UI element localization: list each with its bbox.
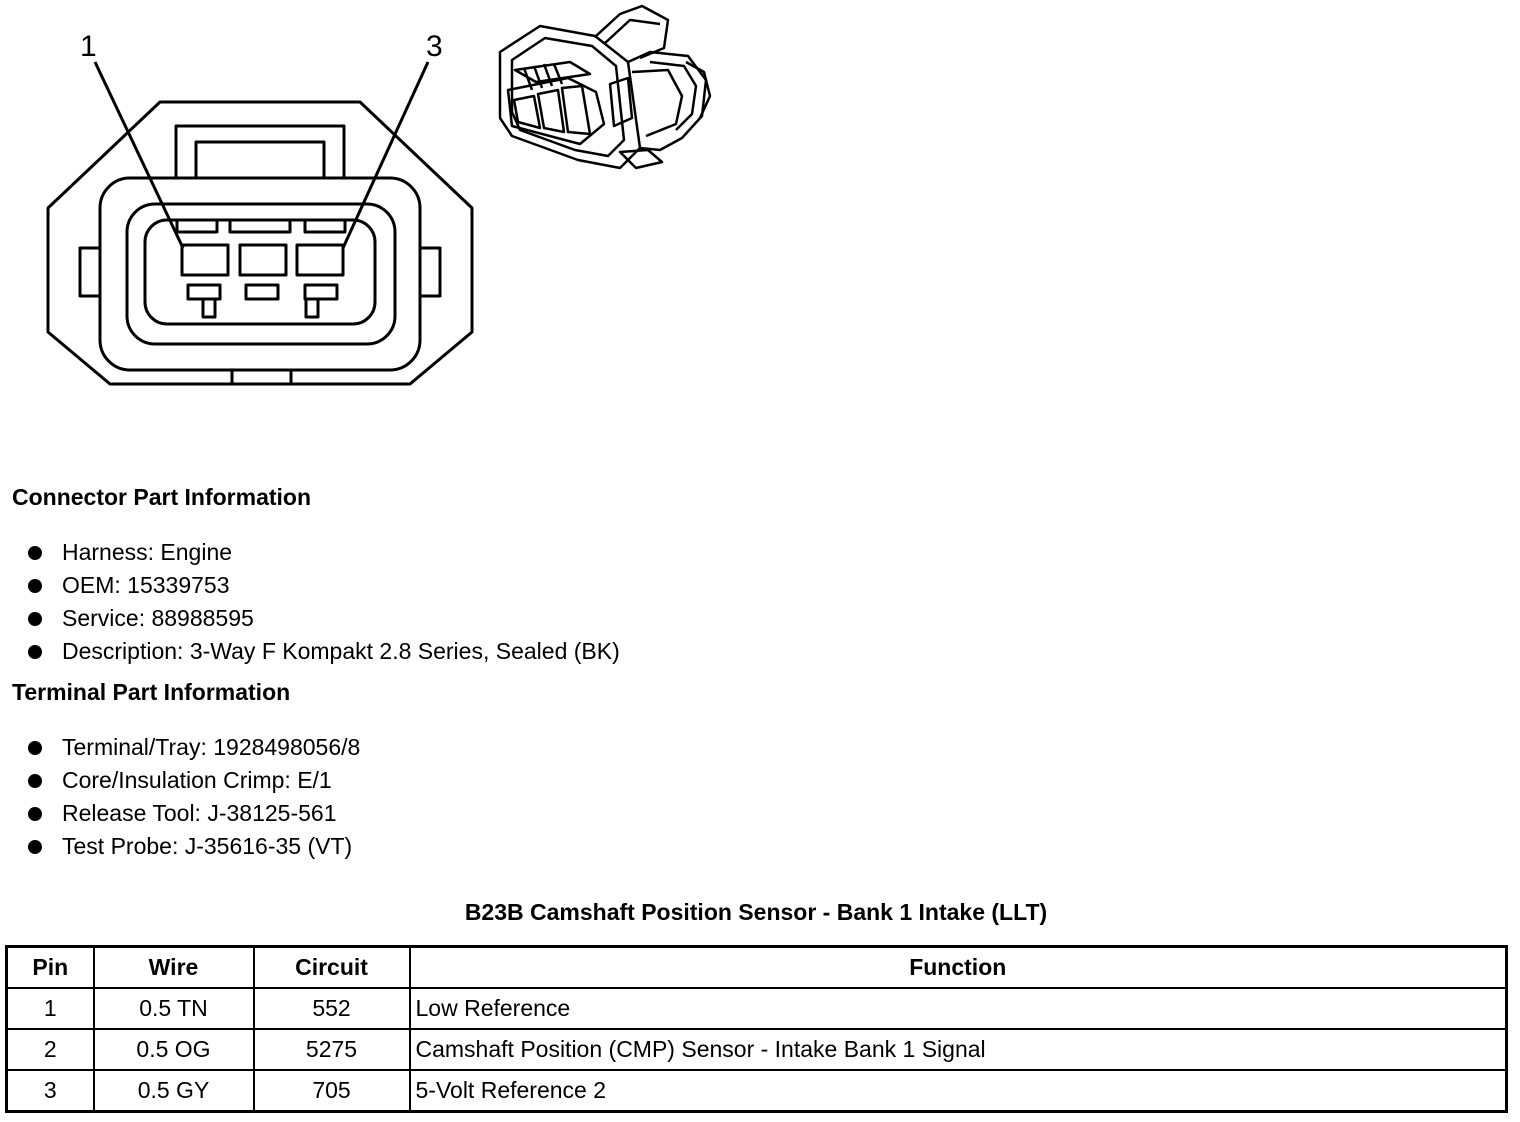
list-item: Terminal/Tray: 1928498056/8 [28,731,360,764]
terminal-part-info-list: Terminal/Tray: 1928498056/8 Core/Insulat… [28,731,360,863]
connector-seal-outer [125,202,397,346]
function-cell: Low Reference [408,987,1508,1030]
circuit-cell: 5275 [252,1028,411,1071]
wire-cell: 0.5 GY [92,1069,255,1113]
wire-cell: 0.5 TN [92,987,255,1030]
bullet-icon [28,578,42,593]
terminal-cavity-1 [180,243,230,277]
connector-drawing: 1 3 [46,4,712,386]
bullet-icon [28,839,42,854]
table-row: 3 0.5 GY 705 5-Volt Reference 2 [5,1069,1508,1113]
list-item: OEM: 15339753 [28,569,620,602]
function-cell: Camshaft Position (CMP) Sensor - Intake … [408,1028,1508,1071]
list-item: Harness: Engine [28,536,620,569]
pin-cell: 3 [5,1069,95,1113]
bullet-icon [28,806,42,821]
left-side-tab [78,246,102,298]
connector-face-view [46,61,474,386]
table-row: 1 0.5 TN 552 Low Reference [5,987,1508,1030]
connector-part-info-title: Connector Part Information [12,484,312,510]
function-cell: 5-Volt Reference 2 [408,1069,1508,1113]
bullet-icon [28,611,42,626]
pin-cell: 2 [5,1028,95,1071]
pin-3-label: 3 [426,30,443,63]
circuit-cell: 705 [252,1069,411,1113]
list-item: Release Tool: J-38125-561 [28,797,360,830]
wire-cell: 0.5 OG [92,1028,255,1071]
table-row: 2 0.5 OG 5275 Camshaft Position (CMP) Se… [5,1028,1508,1071]
pin-1-label: 1 [80,30,97,63]
connector-part-info-list: Harness: Engine OEM: 15339753 Service: 8… [28,536,620,668]
column-header-circuit: Circuit [252,945,411,989]
bullet-icon [28,773,42,788]
column-header-pin: Pin [5,945,95,989]
connector-latch [174,124,346,180]
connector-isometric-view [498,4,712,170]
terminal-cavity-2 [238,243,288,277]
column-header-wire: Wire [92,945,255,989]
pin-3-leader-line [341,61,430,249]
list-item: Test Probe: J-35616-35 (VT) [28,830,360,863]
bullet-icon [28,740,42,755]
bullet-icon [28,644,42,659]
terminal-cavity-3 [295,243,345,277]
list-item: Description: 3-Way F Kompakt 2.8 Series,… [28,635,620,668]
connector-outer-housing [46,100,474,386]
pin-table-title: B23B Camshaft Position Sensor - Bank 1 I… [464,899,1048,925]
pin-table: Pin Wire Circuit Function 1 0.5 TN 552 L… [5,945,1508,1113]
bullet-icon [28,545,42,560]
right-side-tab [418,246,442,298]
terminal-part-info-title: Terminal Part Information [12,679,291,705]
list-item: Core/Insulation Crimp: E/1 [28,764,360,797]
pin-cell: 1 [5,987,95,1030]
circuit-cell: 552 [252,987,411,1030]
pin-1-leader-line [93,61,185,249]
column-header-function: Function [408,945,1508,989]
list-item: Service: 88988595 [28,602,620,635]
table-header-row: Pin Wire Circuit Function [5,945,1508,989]
